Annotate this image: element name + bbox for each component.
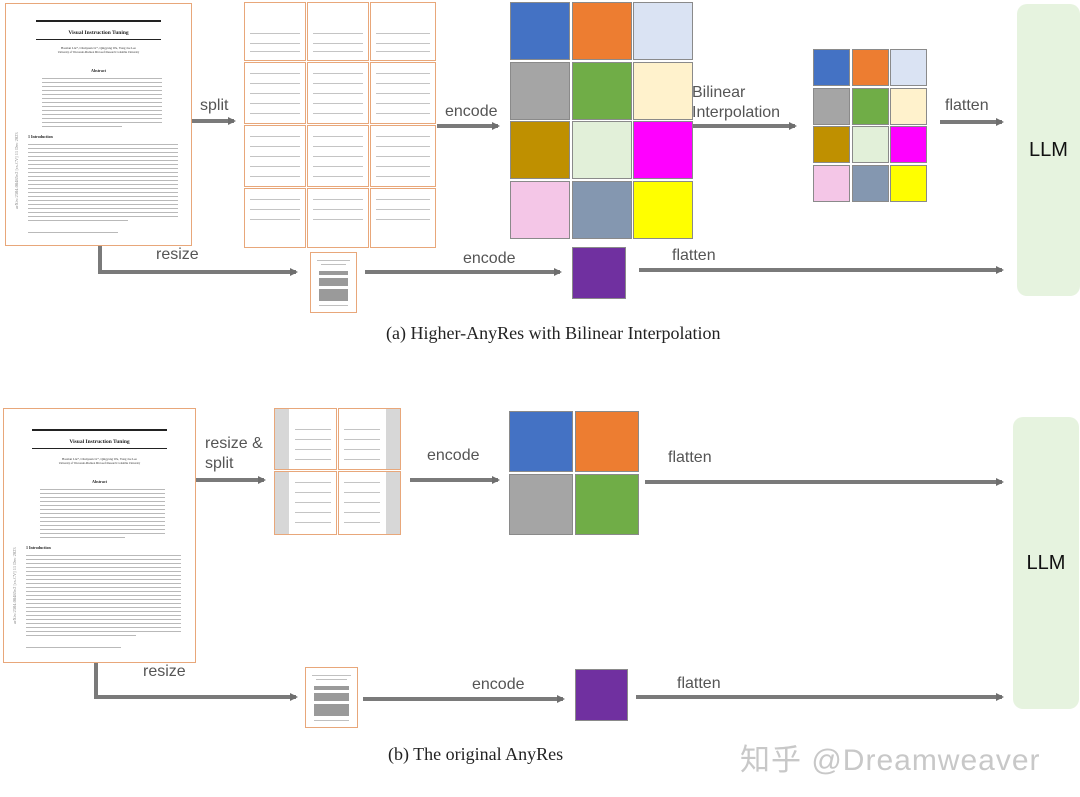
feature-cell [509, 473, 573, 535]
split-tile [370, 62, 436, 124]
feature-cell [890, 87, 927, 125]
split-tile [307, 125, 369, 187]
resize-label-b: resize [143, 663, 186, 680]
doc-arxiv-sidebar: arXiv:2304.08485v2 [cs.CV] 11 Dec 2023 [12, 547, 17, 624]
caption-a: (a) Higher-AnyRes with Bilinear Interpol… [386, 323, 721, 343]
source-document-a: Visual Instruction Tuning Haotian Liu*, … [5, 3, 192, 246]
resize-arrow-b [94, 663, 298, 701]
flatten-label-a: flatten [945, 97, 989, 114]
feature-cell [633, 180, 693, 239]
llm-box-b: LLM [1013, 417, 1079, 709]
feature-cell [571, 180, 632, 239]
doc-abstract-heading: Abstract [92, 479, 107, 484]
doc-authors: Haotian Liu*, Chunyuan Li*, Qingyang Wu,… [61, 46, 136, 50]
doc-affiliation: University of Wisconsin-Madison Microsof… [57, 51, 140, 54]
resized-thumbnail-b [305, 667, 358, 728]
llm-box-a: LLM [1017, 4, 1080, 296]
split-tile [274, 408, 337, 470]
flatten2-label-b: flatten [677, 675, 721, 692]
feature-cell [510, 2, 570, 60]
feature-cell [890, 49, 927, 86]
flatten-label-b: flatten [668, 449, 712, 466]
encode2-label-b: encode [472, 676, 525, 693]
feature-cell [571, 2, 632, 60]
feature-cell [510, 121, 570, 179]
feature-cell [574, 411, 639, 472]
split-tile [307, 62, 369, 124]
split-tile [244, 188, 306, 248]
feature-cell [851, 87, 889, 125]
flatten2-label-a: flatten [672, 247, 716, 264]
feature-cell [851, 49, 889, 86]
feature-cell [510, 61, 570, 120]
feature-cell [571, 61, 632, 120]
split-tile [244, 125, 306, 187]
split-tile [244, 62, 306, 124]
feature-cell [509, 411, 573, 472]
source-document-b: Visual Instruction Tuning Haotian Liu*, … [3, 408, 196, 663]
split-tile [370, 188, 436, 248]
caption-b: (b) The original AnyRes [388, 744, 564, 764]
feature-cell [574, 473, 639, 535]
doc-authors: Haotian Liu*, Chunyuan Li*, Qingyang Wu,… [62, 457, 137, 461]
split-tile [244, 2, 306, 61]
feature-cell [571, 121, 632, 179]
doc-title: Visual Instruction Tuning [69, 439, 130, 445]
split-label-b: resize & split [205, 434, 263, 474]
split-tile [307, 188, 369, 248]
doc-abstract-heading: Abstract [91, 68, 106, 73]
feature-cell [813, 87, 850, 125]
feature-cell [851, 126, 889, 163]
watermark: 知乎 @Dreamweaver [740, 744, 1041, 777]
feature-cell [890, 126, 927, 163]
split-tile [338, 408, 401, 470]
global-feature-b [575, 669, 628, 721]
encode-label-b: encode [427, 447, 480, 464]
feature-cell [813, 126, 850, 163]
feature-cell [813, 164, 850, 202]
feature-cell [633, 121, 693, 179]
doc-affiliation: University of Wisconsin-Madison Microsof… [58, 462, 141, 465]
doc-title: Visual Instruction Tuning [68, 30, 129, 36]
feature-cell [851, 164, 889, 202]
interp-label-text: Bilinear Interpolation [692, 84, 781, 121]
feature-cell [813, 49, 850, 86]
split-label-a: split [200, 97, 229, 114]
global-feature-a [572, 247, 626, 299]
split-tile [274, 471, 337, 535]
feature-cell [890, 164, 927, 202]
doc-intro-heading: 1 Introduction [28, 134, 53, 139]
doc-intro-heading: 1 Introduction [26, 545, 51, 550]
encode2-label-a: encode [463, 250, 516, 267]
resize-arrow-a [98, 246, 298, 276]
resized-thumbnail-a [310, 252, 357, 313]
doc-arxiv-sidebar: arXiv:2304.08485v2 [cs.CV] 11 Dec 2023 [14, 132, 19, 209]
feature-cell [510, 180, 570, 239]
split-tile [370, 2, 436, 61]
split-tile [338, 471, 401, 535]
encode-label-a: encode [445, 103, 498, 120]
interp-label-a: Bilinear Interpolation [692, 83, 780, 123]
split-label-text: resize & split [205, 435, 263, 472]
feature-cell [633, 2, 693, 60]
split-tile [307, 2, 369, 61]
resize-label-a: resize [156, 246, 199, 263]
feature-cell [633, 61, 693, 120]
split-tile [370, 125, 436, 187]
